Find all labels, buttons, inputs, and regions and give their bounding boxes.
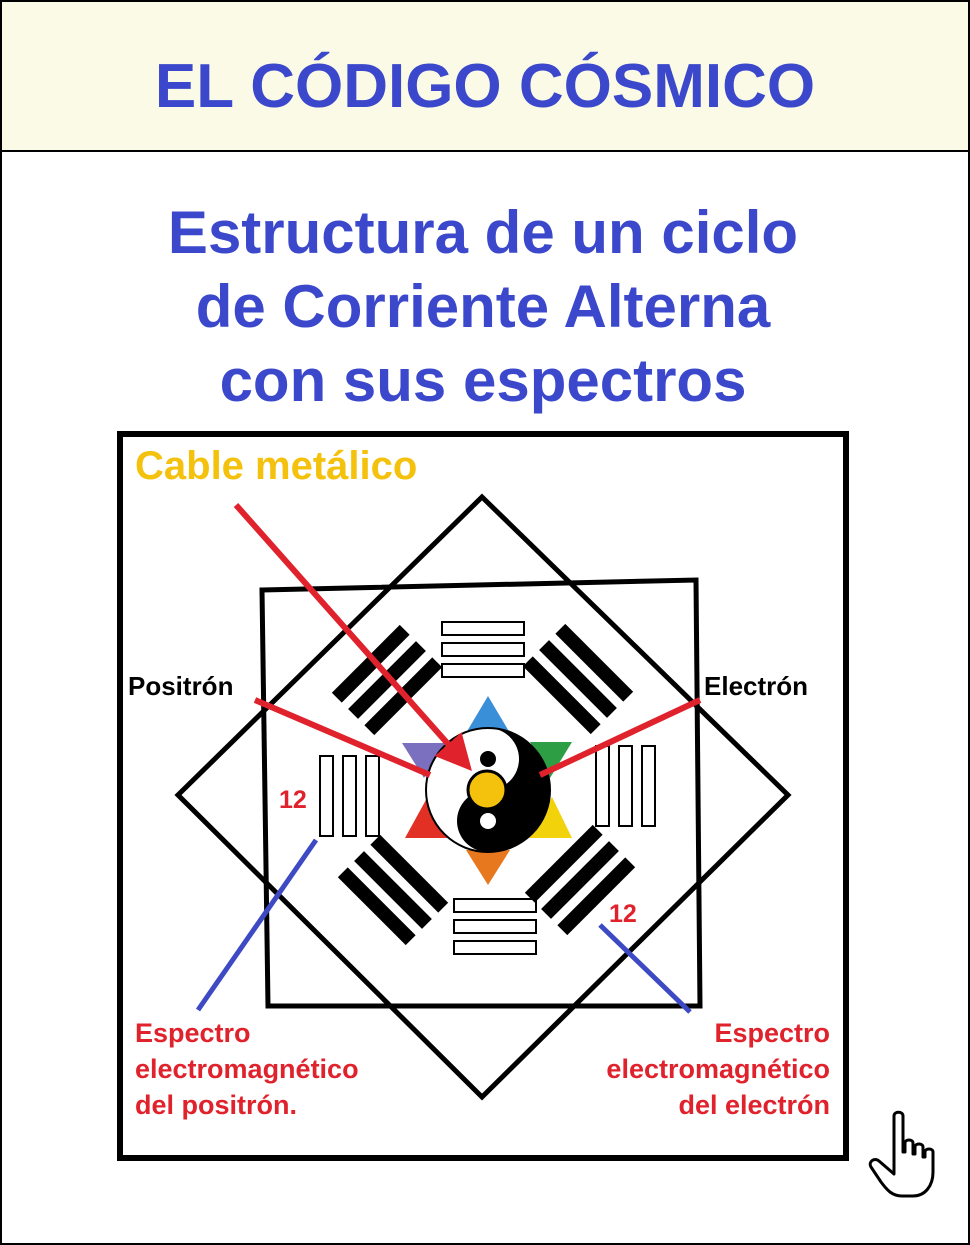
spectrum-line: del positrón. — [135, 1090, 297, 1120]
spectrum-line: Espectro — [714, 1018, 830, 1048]
right-spectrum-pointer — [598, 923, 692, 1014]
positron-label: Positrón — [128, 671, 234, 701]
triangle-green — [530, 742, 572, 778]
subtitle-line: Estructura de un ciclo — [167, 199, 799, 266]
electron-spectrum-label: Espectro electromagnético del electrón — [562, 1015, 830, 1123]
left-spectrum-pointer — [195, 838, 319, 1012]
cable-arrow — [233, 503, 472, 771]
trigram-bottom — [453, 898, 537, 955]
triangle-orange — [466, 850, 510, 885]
trigram-lower-right — [524, 824, 636, 936]
hand-pointer-icon[interactable] — [868, 1110, 935, 1198]
upright-square — [259, 577, 703, 1009]
spectrum-line: electromagnético — [135, 1054, 359, 1084]
left-number: 12 — [279, 786, 307, 814]
cable-dot — [466, 769, 508, 811]
trigram-left — [319, 755, 380, 837]
diamond-square — [174, 493, 792, 1101]
electron-label: Electrón — [704, 671, 809, 701]
trigram-lower-left — [337, 834, 449, 946]
right-number: 12 — [609, 900, 637, 928]
electron-arrow — [538, 697, 702, 778]
subtitle-line: con sus espectros — [219, 347, 747, 414]
header-bar: EL CÓDIGO CÓSMICO — [2, 2, 968, 152]
positron-spectrum-label: Espectro electromagnético del positrón. — [135, 1015, 359, 1123]
cable-label: Cable metálico — [135, 444, 418, 488]
spectrum-line: del electrón — [678, 1090, 830, 1120]
trigram-top — [441, 621, 525, 678]
red-arrows — [233, 503, 702, 778]
spectrum-line: electromagnético — [606, 1054, 830, 1084]
header-title: EL CÓDIGO CÓSMICO — [154, 52, 816, 121]
positron-arrow — [253, 697, 432, 778]
subtitle-line: de Corriente Alterna — [195, 273, 771, 340]
trigram-upper-right — [522, 623, 634, 735]
triangle-blue — [466, 696, 510, 733]
spectrum-line: Espectro — [135, 1018, 251, 1048]
page-subtitle: Estructura de un ciclo de Corriente Alte… — [0, 196, 966, 418]
triangle-purple — [402, 743, 445, 778]
spectrum-pointers — [195, 838, 692, 1014]
